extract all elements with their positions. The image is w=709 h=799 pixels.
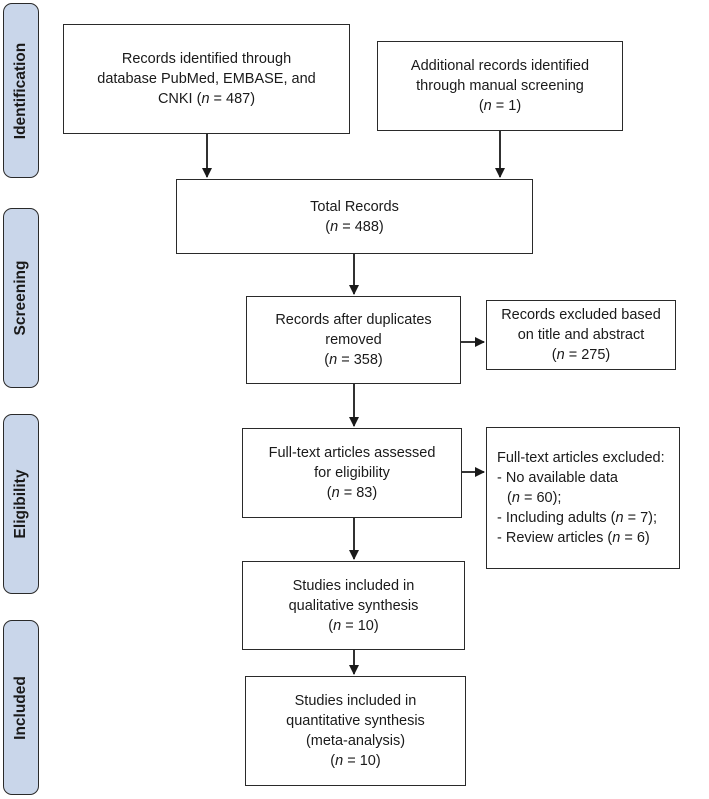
- fulltext-excluded-item-3: - Review articles (n = 6): [497, 528, 650, 548]
- manual-records-n: n: [483, 98, 492, 114]
- after-duplicates-count: (n = 358): [324, 350, 382, 370]
- total-records-count: (n = 488): [325, 217, 383, 237]
- quantitative-count: (n = 10): [330, 751, 380, 771]
- manual-records-count: (n = 1): [479, 96, 521, 116]
- stage-screening: Screening: [3, 208, 39, 388]
- fulltext-assessed-line-1: Full-text articles assessed: [268, 445, 436, 461]
- quantitative-n-value: = 10): [343, 753, 381, 769]
- fulltext-excluded-item-1-n: n: [511, 490, 520, 506]
- stage-label-included: Included: [12, 675, 29, 740]
- manual-records-line-2: through manual screening: [416, 78, 584, 94]
- qualitative-line-3: (: [328, 617, 334, 634]
- after-duplicates-line-1: Records after duplicates: [275, 312, 432, 328]
- database-records-line-3: CNKI (: [157, 91, 202, 107]
- stage-eligibility: Eligibility: [3, 414, 39, 594]
- manual-records-n-value: = 1): [491, 98, 522, 114]
- fulltext-excluded-item-1: - No available data: [497, 470, 618, 486]
- total-records-line-2: (: [325, 218, 331, 235]
- after-duplicates-line-2: removed: [325, 332, 382, 348]
- after-duplicates-line-3: (: [324, 352, 330, 368]
- total-records-line-1: Total Records: [310, 198, 399, 215]
- total-records-n-value: = 488): [338, 218, 384, 235]
- quantitative-line-1: Studies included in: [294, 693, 417, 709]
- database-records-n: n: [201, 91, 210, 107]
- fulltext-assessed-line-2: for eligibility: [314, 465, 390, 481]
- qualitative-line-1: Studies included in: [292, 577, 415, 594]
- manual-records-line-1: Additional records identified: [410, 58, 590, 74]
- fulltext-assessed-count: (n = 83): [327, 483, 377, 503]
- after-duplicates-box: Records after duplicates removed (n = 35…: [246, 296, 461, 384]
- database-records-line-2: database PubMed, EMBASE, and: [97, 71, 316, 87]
- excluded-title-line-3: (: [551, 347, 557, 363]
- stage-label-screening: Screening: [12, 260, 29, 336]
- qualitative-n-value: = 10): [341, 617, 379, 634]
- database-records-box: Records identified through database PubM…: [63, 24, 350, 134]
- stage-label-eligibility: Eligibility: [12, 469, 29, 539]
- fulltext-excluded-item-3-close: = 6): [620, 530, 650, 546]
- database-records-line-1: Records identified through: [121, 51, 292, 67]
- fulltext-excluded-item-3-n: n: [612, 530, 621, 546]
- stage-included: Included: [3, 620, 39, 795]
- stage-label-identification: Identification: [12, 42, 29, 139]
- after-duplicates-n-value: = 358): [337, 352, 383, 368]
- database-records-count: CNKI (n = 487): [158, 89, 255, 109]
- fulltext-assessed-line-3: (: [326, 485, 332, 501]
- fulltext-excluded-item-1-close: = 60);: [519, 490, 562, 506]
- fulltext-excluded-title: Full-text articles excluded:: [497, 450, 665, 466]
- fulltext-excluded-item-2: - Including adults (n = 7);: [497, 508, 657, 528]
- fulltext-assessed-n-value: = 83): [339, 485, 378, 501]
- stage-identification: Identification: [3, 3, 39, 178]
- quantitative-line-3: (meta-analysis): [305, 733, 406, 749]
- excluded-title-count: (n = 275): [552, 345, 610, 365]
- excluded-title-line-1: Records excluded based: [501, 307, 661, 323]
- after-duplicates-n: n: [329, 352, 338, 368]
- fulltext-excluded-item-2-prefix: - Including adults (: [497, 510, 616, 526]
- total-records-box: Total Records (n = 488): [176, 179, 533, 254]
- excluded-title-box: Records excluded based on title and abst…: [486, 300, 676, 370]
- excluded-title-line-2: on title and abstract: [517, 327, 645, 343]
- total-records-n: n: [330, 218, 339, 235]
- excluded-title-n: n: [556, 347, 565, 363]
- qualitative-count: (n = 10): [328, 616, 378, 636]
- quantitative-line-2: quantitative synthesis: [286, 713, 425, 729]
- excluded-title-n-value: = 275): [564, 347, 611, 363]
- manual-records-box: Additional records identified through ma…: [377, 41, 623, 131]
- quantitative-line-4: (: [330, 753, 336, 769]
- manual-records-line-3: (: [478, 98, 484, 114]
- fulltext-assessed-n: n: [331, 485, 340, 501]
- qualitative-n: n: [333, 617, 342, 634]
- quantitative-box: Studies included in quantitative synthes…: [245, 676, 466, 786]
- fulltext-excluded-item-1-open: (: [507, 490, 512, 506]
- qualitative-box: Studies included in qualitative synthesi…: [242, 561, 465, 650]
- fulltext-assessed-box: Full-text articles assessed for eligibil…: [242, 428, 462, 518]
- database-records-n-value: = 487): [209, 91, 256, 107]
- quantitative-n: n: [335, 753, 344, 769]
- fulltext-excluded-box: Full-text articles excluded: - No availa…: [486, 427, 680, 569]
- fulltext-excluded-item-3-prefix: - Review articles (: [497, 530, 613, 546]
- fulltext-excluded-item-2-close: = 7);: [623, 510, 658, 526]
- fulltext-excluded-item-2-n: n: [615, 510, 624, 526]
- qualitative-line-2: qualitative synthesis: [288, 597, 419, 614]
- fulltext-excluded-item-1-count: (n = 60);: [497, 488, 561, 508]
